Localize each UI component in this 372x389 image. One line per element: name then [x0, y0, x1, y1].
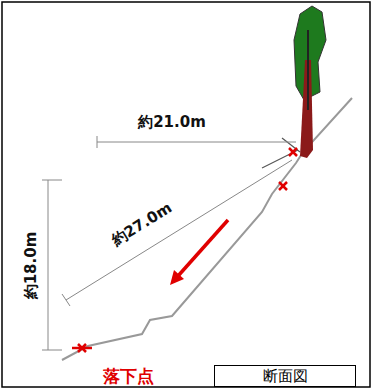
- tree-trunk: [300, 60, 313, 158]
- dimension-line: [66, 160, 292, 300]
- frame: [2, 2, 370, 387]
- dimension-label: 約27.0m: [108, 199, 177, 250]
- tree-stem: [307, 30, 309, 110]
- dimension-label: 約18.0m: [25, 229, 40, 301]
- dimension-line: [97, 142, 296, 143]
- title-box: 断面図: [214, 365, 356, 387]
- box-title: 断面図: [263, 367, 308, 386]
- fall-arrow: [178, 220, 228, 276]
- dimension-label: 約21.0m: [138, 115, 206, 130]
- point-label: 落下点: [103, 368, 154, 385]
- dimension-line: [48, 180, 49, 350]
- fall-marks: [72, 148, 297, 352]
